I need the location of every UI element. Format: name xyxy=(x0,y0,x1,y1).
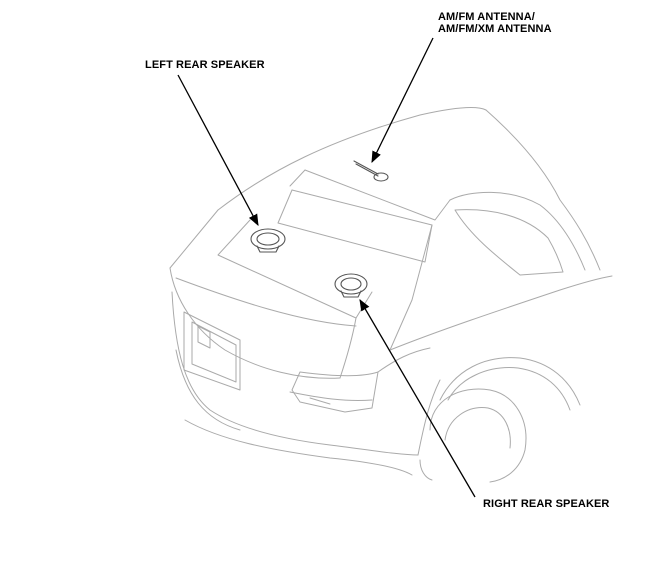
left-rear-speaker xyxy=(250,228,286,253)
antenna-label-line1: AM/FM ANTENNA/ xyxy=(438,11,535,23)
car-body xyxy=(169,106,613,483)
antenna-label: AM/FM ANTENNA/ AM/FM/XM ANTENNA xyxy=(438,11,552,35)
antenna-label-line2: AM/FM/XM ANTENNA xyxy=(438,23,552,35)
right-speaker-leader-line xyxy=(359,298,476,498)
antenna-leader-line xyxy=(371,37,434,164)
antenna-component xyxy=(353,160,389,182)
right-rear-speaker xyxy=(334,273,368,298)
left-speaker-label: LEFT REAR SPEAKER xyxy=(145,59,265,71)
right-speaker-label: RIGHT REAR SPEAKER xyxy=(483,498,610,510)
left-speaker-leader-line xyxy=(177,74,259,227)
